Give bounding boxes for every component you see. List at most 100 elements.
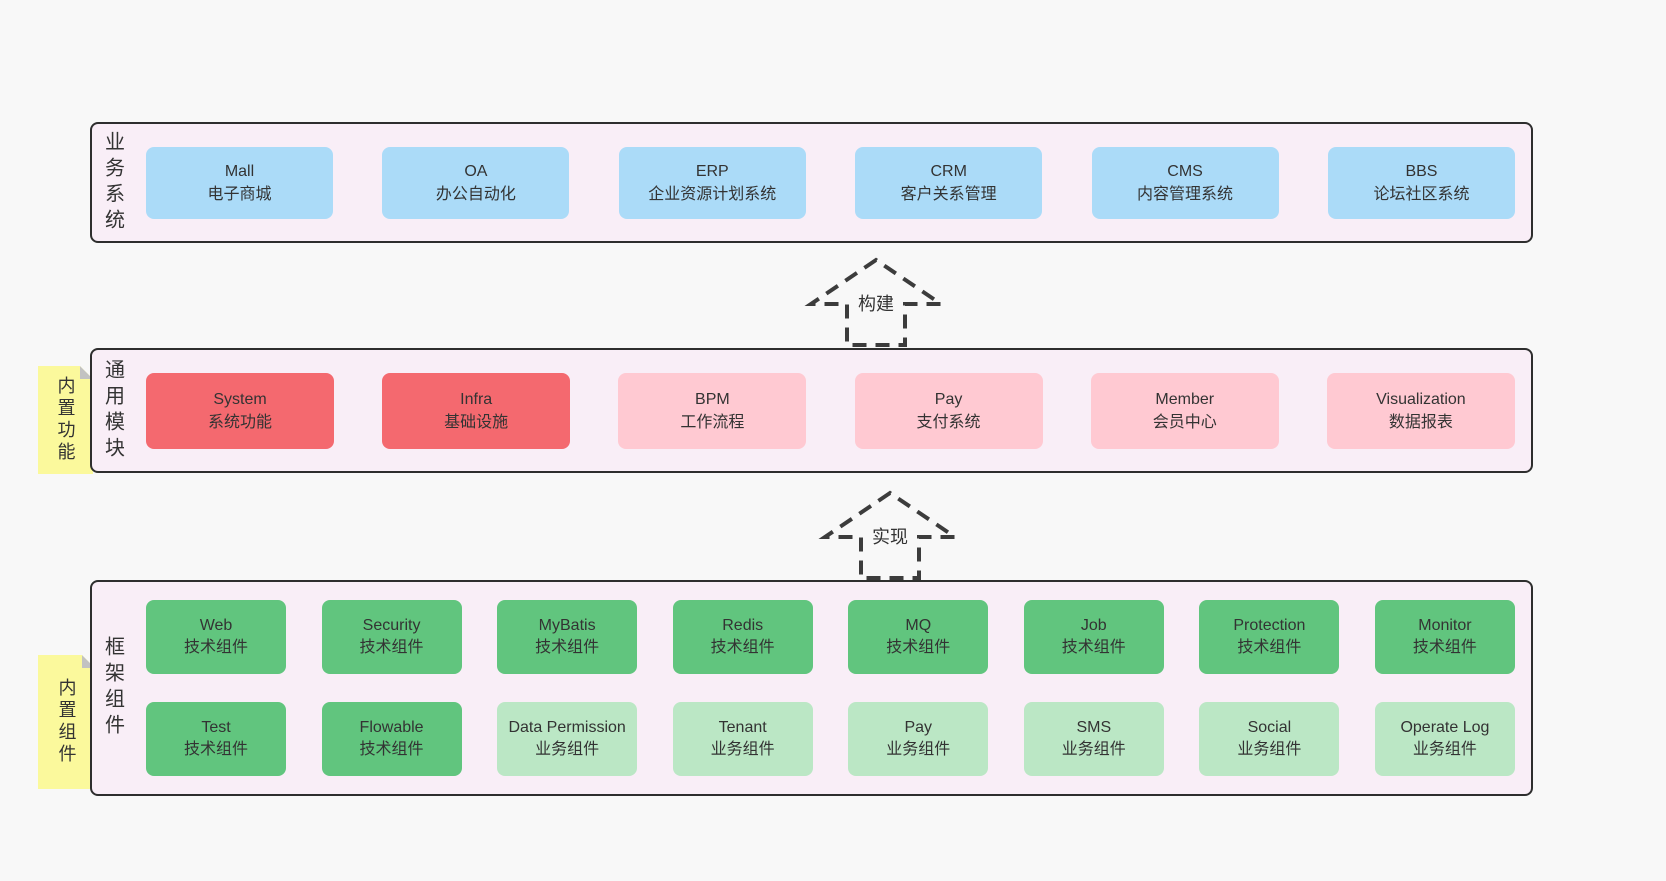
implement-arrow-icon: 实现: [818, 490, 962, 580]
box-subtitle: 业务组件: [1061, 741, 1126, 758]
box-title: Tenant: [718, 719, 767, 736]
box-title: Social: [1247, 719, 1292, 736]
box-subtitle: 基础设施: [444, 413, 509, 431]
box-bpm: BPM 工作流程: [618, 372, 807, 449]
framework-components-container: 框架组件 Web 技术组件 Security 技术组件 MyBatis 技术组件…: [90, 580, 1533, 796]
box-job: Job 技术组件: [1023, 600, 1164, 674]
box-title: Protection: [1233, 617, 1306, 634]
box-title: Visualization: [1376, 390, 1466, 408]
box-social: Social 业务组件: [1199, 702, 1340, 776]
box-subtitle: 技术组件: [1237, 639, 1302, 656]
box-operate-log: Operate Log 业务组件: [1374, 702, 1515, 776]
box-title: Flowable: [359, 719, 424, 736]
box-mybatis: MyBatis 技术组件: [497, 600, 638, 674]
box-subtitle: 支付系统: [916, 413, 981, 431]
box-subtitle: 工作流程: [680, 413, 745, 431]
box-subtitle: 技术组件: [359, 639, 424, 656]
box-title: CRM: [930, 162, 967, 180]
builtin-features-note: 内置功能: [38, 366, 93, 474]
box-title: Monitor: [1418, 617, 1472, 634]
build-arrow-icon: 构建: [804, 257, 948, 347]
box-test: Test 技术组件: [146, 702, 286, 776]
box-title: MyBatis: [538, 617, 596, 634]
box-cms: CMS 内容管理系统: [1091, 146, 1279, 219]
box-redis: Redis 技术组件: [672, 600, 813, 674]
business-systems-row: Mall 电子商城 OA 办公自动化 ERP 企业资源计划系统 CRM 客户关系…: [134, 124, 1531, 241]
box-subtitle: 技术组件: [183, 741, 248, 758]
box-pay: Pay 支付系统: [854, 372, 1043, 449]
common-modules-container: 通用模块 System 系统功能 Infra 基础设施 BPM 工作流程 Pay…: [90, 348, 1533, 473]
box-title: OA: [464, 162, 488, 180]
box-security: Security 技术组件: [321, 600, 462, 674]
business-systems-label: 业务系统: [101, 130, 124, 235]
common-modules-label: 通用模块: [101, 358, 124, 463]
box-subtitle: 技术组件: [183, 639, 248, 656]
box-title: ERP: [695, 162, 729, 180]
box-title: Security: [362, 617, 421, 634]
box-subtitle: 业务组件: [1412, 741, 1477, 758]
business-systems-container: 业务系统 Mall 电子商城 OA 办公自动化 ERP 企业资源计划系统 CRM…: [90, 122, 1533, 243]
box-title: System: [213, 390, 267, 408]
box-subtitle: 办公自动化: [435, 185, 516, 203]
box-protection: Protection 技术组件: [1199, 600, 1340, 674]
box-subtitle: 系统功能: [207, 413, 272, 431]
box-data-permission: Data Permission 业务组件: [497, 702, 638, 776]
box-subtitle: 技术组件: [1412, 639, 1477, 656]
box-sms: SMS 业务组件: [1023, 702, 1164, 776]
box-title: Redis: [722, 617, 764, 634]
box-oa: OA 办公自动化: [382, 146, 570, 219]
box-subtitle: 业务组件: [710, 741, 775, 758]
box-visualization: Visualization 数据报表: [1326, 372, 1515, 449]
build-arrow-label: 构建: [858, 294, 894, 314]
box-infra: Infra 基础设施: [382, 372, 571, 449]
box-subtitle: 论坛社区系统: [1373, 185, 1470, 203]
builtin-features-note-label: 内置功能: [55, 376, 76, 464]
box-title: Test: [201, 719, 231, 736]
box-crm: CRM 客户关系管理: [855, 146, 1043, 219]
box-subtitle: 企业资源计划系统: [648, 185, 777, 203]
builtin-components-note: 内置组件: [38, 655, 95, 789]
box-title: BPM: [695, 390, 730, 408]
box-subtitle: 内容管理系统: [1137, 185, 1234, 203]
box-subtitle: 技术组件: [1061, 639, 1126, 656]
box-subtitle: 会员中心: [1152, 413, 1217, 431]
box-title: BBS: [1405, 162, 1438, 180]
box-tenant: Tenant 业务组件: [672, 702, 813, 776]
box-subtitle: 技术组件: [359, 741, 424, 758]
box-monitor: Monitor 技术组件: [1374, 600, 1515, 674]
box-title: Operate Log: [1400, 719, 1490, 736]
box-subtitle: 电子商城: [207, 185, 272, 203]
box-title: CMS: [1167, 162, 1203, 180]
box-title: Member: [1155, 390, 1215, 408]
box-system: System 系统功能: [146, 372, 334, 449]
box-title: Mall: [224, 162, 255, 180]
box-subtitle: 数据报表: [1388, 413, 1453, 431]
box-subtitle: 业务组件: [1237, 741, 1302, 758]
box-subtitle: 业务组件: [886, 741, 951, 758]
box-member: Member 会员中心: [1090, 372, 1279, 449]
box-mq: MQ 技术组件: [848, 600, 989, 674]
common-modules-row: System 系统功能 Infra 基础设施 BPM 工作流程 Pay 支付系统…: [134, 350, 1531, 471]
box-subtitle: 技术组件: [535, 639, 600, 656]
box-subtitle: 客户关系管理: [900, 185, 997, 203]
box-title: Infra: [460, 390, 493, 408]
framework-components-grid: Web 技术组件 Security 技术组件 MyBatis 技术组件 Redi…: [134, 582, 1531, 794]
box-subtitle: 业务组件: [535, 741, 600, 758]
box-subtitle: 技术组件: [886, 639, 951, 656]
box-title: Job: [1080, 617, 1107, 634]
box-title: Pay: [934, 390, 963, 408]
box-title: Data Permission: [508, 719, 626, 736]
builtin-components-note-label: 内置组件: [56, 678, 77, 766]
box-web: Web 技术组件: [146, 600, 286, 674]
framework-components-label: 框架组件: [101, 636, 124, 740]
box-mall: Mall 电子商城: [146, 146, 333, 219]
box-title: SMS: [1076, 719, 1112, 736]
implement-arrow-label: 实现: [872, 527, 908, 547]
box-title: MQ: [905, 617, 932, 634]
box-flowable: Flowable 技术组件: [321, 702, 462, 776]
box-title: Pay: [904, 719, 933, 736]
box-bbs: BBS 论坛社区系统: [1327, 146, 1515, 219]
box-erp: ERP 企业资源计划系统: [618, 146, 806, 219]
box-title: Web: [199, 617, 233, 634]
